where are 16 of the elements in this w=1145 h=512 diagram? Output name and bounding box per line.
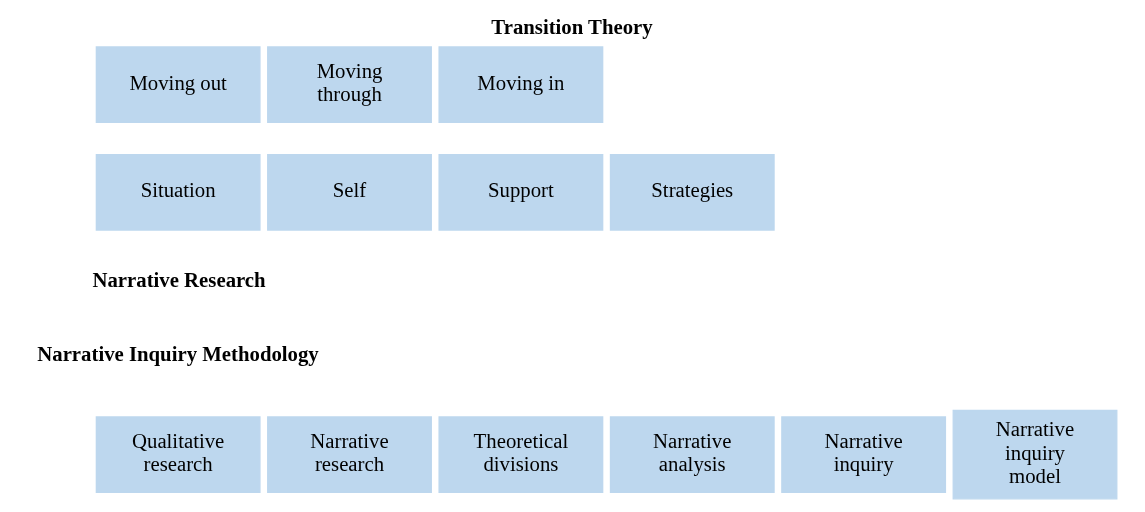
node-box: Narrative inquiry model (952, 409, 1118, 500)
node-box: Qualitative research (95, 416, 261, 493)
node-box: Theoretical divisions (438, 416, 604, 493)
node-box: Support (438, 154, 604, 231)
node-box: Narrative analysis (609, 416, 775, 493)
node-box: Narrative research (267, 416, 432, 493)
node-box: Moving through (267, 46, 432, 123)
diagram-title: Transition Theory (491, 14, 653, 38)
node-box: Moving in (438, 46, 604, 123)
node-box: Moving out (95, 46, 261, 123)
label: Narrative Research (92, 267, 266, 291)
node-box: Narrative inquiry (781, 416, 947, 493)
node-box: Self (267, 154, 432, 231)
node-box: Strategies (609, 154, 775, 231)
label: Narrative Inquiry Methodology (37, 341, 319, 365)
node-box: Situation (95, 154, 261, 231)
